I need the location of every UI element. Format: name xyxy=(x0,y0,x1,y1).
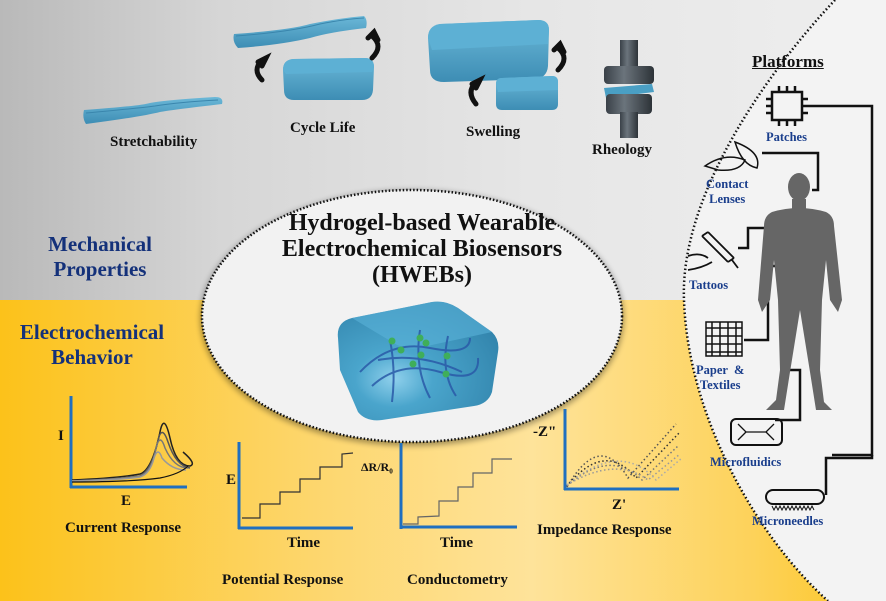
current-xlabel: E xyxy=(121,493,132,509)
potential-ylabel: E xyxy=(226,472,237,488)
nyquist-plot xyxy=(563,409,683,491)
electrochemical-heading-line2: Behavior xyxy=(51,345,133,369)
title-line1: Hydrogel-based Wearable xyxy=(288,210,556,236)
impedance-ylabel: -Z" xyxy=(533,424,557,440)
impedance-xlabel: Z' xyxy=(612,497,627,513)
human-body-icon xyxy=(758,173,842,410)
center-title: Hydrogel-based Wearable Electrochemical … xyxy=(232,210,612,288)
title-line2: Electrochemical Biosensors xyxy=(281,236,563,262)
conductometry-step-plot xyxy=(399,443,517,529)
swelling-hydrogel-icon xyxy=(428,20,567,110)
potential-response-label: Potential Response xyxy=(222,572,344,588)
potential-xlabel: Time xyxy=(287,535,321,551)
current-ylabel: I xyxy=(58,428,64,444)
paper-textiles-line2: Textiles xyxy=(699,378,741,392)
stretch-strip-icon xyxy=(83,97,223,124)
hydrogel-network-icon xyxy=(337,301,499,421)
conductometry-ylabel: ΔR/R₀ xyxy=(361,460,393,474)
paper-textiles-label: Paper & Textiles xyxy=(696,363,744,393)
tattoos-label: Tattoos xyxy=(689,278,729,292)
microfluidics-label: Microfluidics xyxy=(710,455,782,469)
swelling-label: Swelling xyxy=(466,124,521,140)
cycle-hydrogel-icon xyxy=(233,16,381,100)
microneedles-label: Microneedles xyxy=(752,514,824,528)
title-line3: (HWEBs) xyxy=(371,262,472,288)
electrochemical-heading-line1: Electrochemical xyxy=(19,320,165,344)
contact-lenses-line2: Lenses xyxy=(709,192,746,206)
contact-lens-icon xyxy=(703,140,759,172)
contact-lenses-line1: Contact xyxy=(706,177,749,191)
mechanical-heading-line2: Properties xyxy=(53,257,147,281)
woven-textile-icon xyxy=(705,321,743,357)
platforms-title: Platforms xyxy=(752,52,824,71)
electrochemical-behavior-heading: Electrochemical Behavior xyxy=(0,320,184,370)
chip-patch-icon xyxy=(766,86,808,126)
tattoo-pen-icon xyxy=(687,231,739,271)
rheometer-icon xyxy=(604,40,654,138)
conductometry-label: Conductometry xyxy=(407,572,508,588)
microfluidic-chip-icon xyxy=(730,418,783,446)
conductometry-xlabel: Time xyxy=(440,535,474,551)
impedance-response-label: Impedance Response xyxy=(537,522,672,538)
mechanical-properties-heading: Mechanical Properties xyxy=(20,232,180,282)
potential-step-plot xyxy=(237,442,354,530)
current-response-label: Current Response xyxy=(65,520,181,536)
voltammogram-plot xyxy=(69,396,194,489)
patches-label: Patches xyxy=(766,130,807,144)
microneedle-patch-icon xyxy=(765,489,825,512)
cycle-life-label: Cycle Life xyxy=(290,120,356,136)
paper-textiles-line1: Paper & xyxy=(696,363,745,377)
mechanical-heading-line1: Mechanical xyxy=(48,232,152,256)
stretchability-label: Stretchability xyxy=(110,134,198,150)
rheology-label: Rheology xyxy=(592,142,652,158)
contact-lenses-label: Contact Lenses xyxy=(706,177,748,207)
